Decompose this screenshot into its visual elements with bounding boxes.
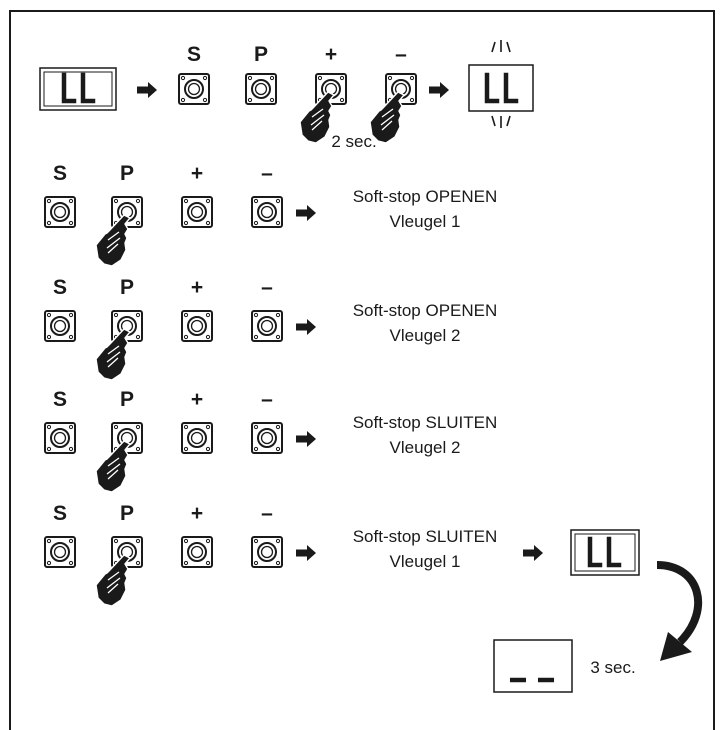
label-p: P (120, 276, 134, 299)
s-button[interactable] (44, 536, 76, 568)
blink-rays-icon (491, 40, 511, 128)
p-button[interactable] (245, 73, 277, 105)
label-minus: – (261, 276, 273, 299)
arrow-icon (296, 431, 316, 447)
arrow-icon (296, 319, 316, 335)
label-plus: + (191, 162, 203, 185)
label-s: S (53, 502, 67, 525)
step-row: S P + – Soft-stop SLUITEN Vleugel 2 (44, 388, 498, 493)
minus-button[interactable] (251, 310, 283, 342)
diagram-frame (9, 10, 715, 730)
arrow-icon (296, 205, 316, 221)
label-p: P (120, 388, 134, 411)
hold-time-label: 2 sec. (331, 132, 376, 151)
label-minus: – (261, 502, 273, 525)
minus-button[interactable] (251, 422, 283, 454)
step-leaf: Vleugel 1 (390, 212, 461, 231)
label-p: P (254, 43, 268, 66)
plus-button[interactable] (181, 536, 213, 568)
label-s: S (53, 388, 67, 411)
display-ll-start (39, 67, 117, 111)
label-plus: + (191, 388, 203, 411)
arrow-icon (137, 82, 157, 98)
minus-button[interactable] (251, 536, 283, 568)
plus-button[interactable] (181, 422, 213, 454)
wait-time-label: 3 sec. (590, 658, 635, 677)
display-ll-blinking (468, 40, 534, 128)
s-button[interactable] (44, 422, 76, 454)
s-button[interactable] (178, 73, 210, 105)
label-plus: + (191, 276, 203, 299)
label-s: S (53, 162, 67, 185)
step-title: Soft-stop SLUITEN (353, 527, 498, 546)
step-title: Soft-stop SLUITEN (353, 413, 498, 432)
label-plus: + (325, 43, 337, 66)
label-minus: – (395, 43, 407, 66)
display-ll-end (570, 529, 640, 576)
arrow-icon (429, 82, 449, 98)
label-p: P (120, 162, 134, 185)
step-title: Soft-stop OPENEN (353, 301, 498, 320)
step-row: S P + – Soft-stop OPENEN Vleugel 2 (44, 276, 498, 381)
step-leaf: Vleugel 2 (390, 326, 461, 345)
arrow-icon (523, 545, 543, 561)
plus-button[interactable] (181, 310, 213, 342)
s-button[interactable] (44, 196, 76, 228)
plus-button[interactable] (181, 196, 213, 228)
step-title: Soft-stop OPENEN (353, 187, 498, 206)
label-plus: + (191, 502, 203, 525)
s-button[interactable] (44, 310, 76, 342)
step-row: S P + – Soft-stop SLUITEN Vleugel 1 (44, 502, 498, 607)
step-row: S P + – Soft-stop OPENEN Vleugel 1 (44, 162, 498, 267)
label-s: S (53, 276, 67, 299)
label-s: S (187, 43, 201, 66)
label-minus: – (261, 162, 273, 185)
minus-button[interactable] (251, 196, 283, 228)
label-minus: – (261, 388, 273, 411)
step-leaf: Vleugel 2 (390, 438, 461, 457)
procedure-diagram: S P + – 2 sec. S P + – Soft-stop OPENEN Vleug… (39, 40, 703, 693)
display-blank (493, 639, 573, 693)
label-p: P (120, 502, 134, 525)
curved-arrow-icon (656, 561, 703, 661)
arrow-icon (296, 545, 316, 561)
step-leaf: Vleugel 1 (390, 552, 461, 571)
